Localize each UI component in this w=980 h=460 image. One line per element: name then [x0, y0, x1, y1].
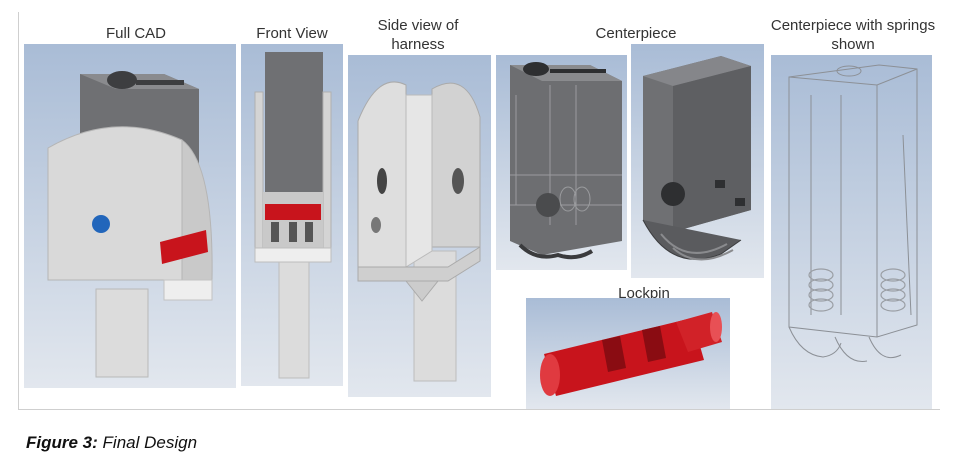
label-side-view: Side view of harness [377, 17, 459, 53]
label-lockpin: Lockpin [618, 285, 670, 302]
side-view-image [348, 55, 491, 397]
lockpin-image [526, 298, 730, 409]
label-centerpiece: Centerpiece [595, 25, 677, 42]
centerpiece-image-transparent [496, 55, 627, 270]
centerpiece-springs-image [771, 55, 932, 409]
figure-frame-bottom [18, 409, 940, 410]
label-front-view: Front View [256, 25, 328, 42]
figure-caption-label: Figure 3: [26, 433, 98, 452]
figure-caption-text: Final Design [102, 433, 198, 452]
figure-frame-left [18, 12, 19, 410]
label-full-cad: Full CAD [105, 25, 166, 42]
label-centerpiece-springs: Centerpiece with springs shown [770, 17, 936, 53]
centerpiece-image-solid [631, 44, 764, 278]
front-view-image [241, 44, 343, 386]
full-cad-image [24, 44, 236, 388]
figure-caption: Figure 3: Final Design [26, 433, 197, 453]
